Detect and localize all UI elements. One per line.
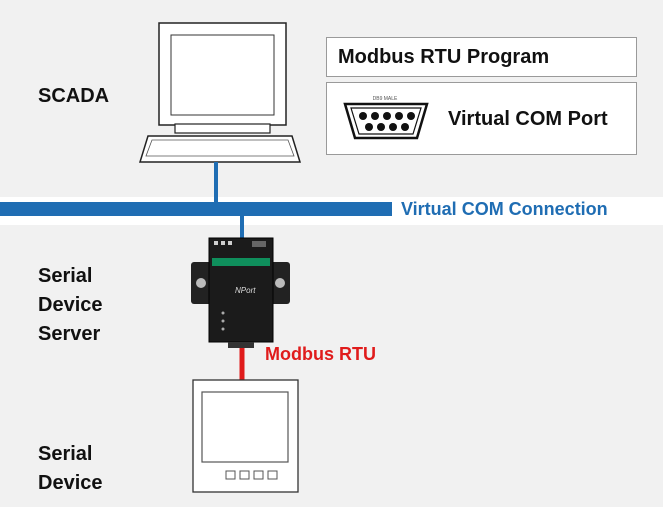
- db9-port-icon: DB9 MALE: [343, 96, 429, 140]
- nport-device-icon: NPort: [191, 237, 290, 348]
- modbus-rtu-program-box: Modbus RTU Program: [326, 37, 637, 77]
- svg-text:DB9 MALE: DB9 MALE: [373, 96, 398, 102]
- virtual-com-bus: [0, 202, 392, 216]
- serial-device-label: Serial Device: [38, 443, 103, 494]
- modbus-rtu-label: Modbus RTU: [265, 344, 376, 364]
- virtual-com-port-box: DB9 MALE Virtual COM Port: [326, 82, 637, 155]
- modbus-rtu-program-text: Modbus RTU Program: [338, 46, 550, 68]
- lower-background: [0, 225, 663, 507]
- svg-text:NPort: NPort: [235, 286, 256, 295]
- virtual-com-connection-label: Virtual COM Connection: [401, 199, 608, 219]
- computer-icon: [138, 22, 302, 163]
- scada-label: SCADA: [38, 85, 110, 107]
- meter-device-icon: [192, 379, 299, 493]
- virtual-com-port-text: Virtual COM Port: [448, 108, 608, 130]
- serial-device-server-label: Serial Device Server: [38, 265, 103, 345]
